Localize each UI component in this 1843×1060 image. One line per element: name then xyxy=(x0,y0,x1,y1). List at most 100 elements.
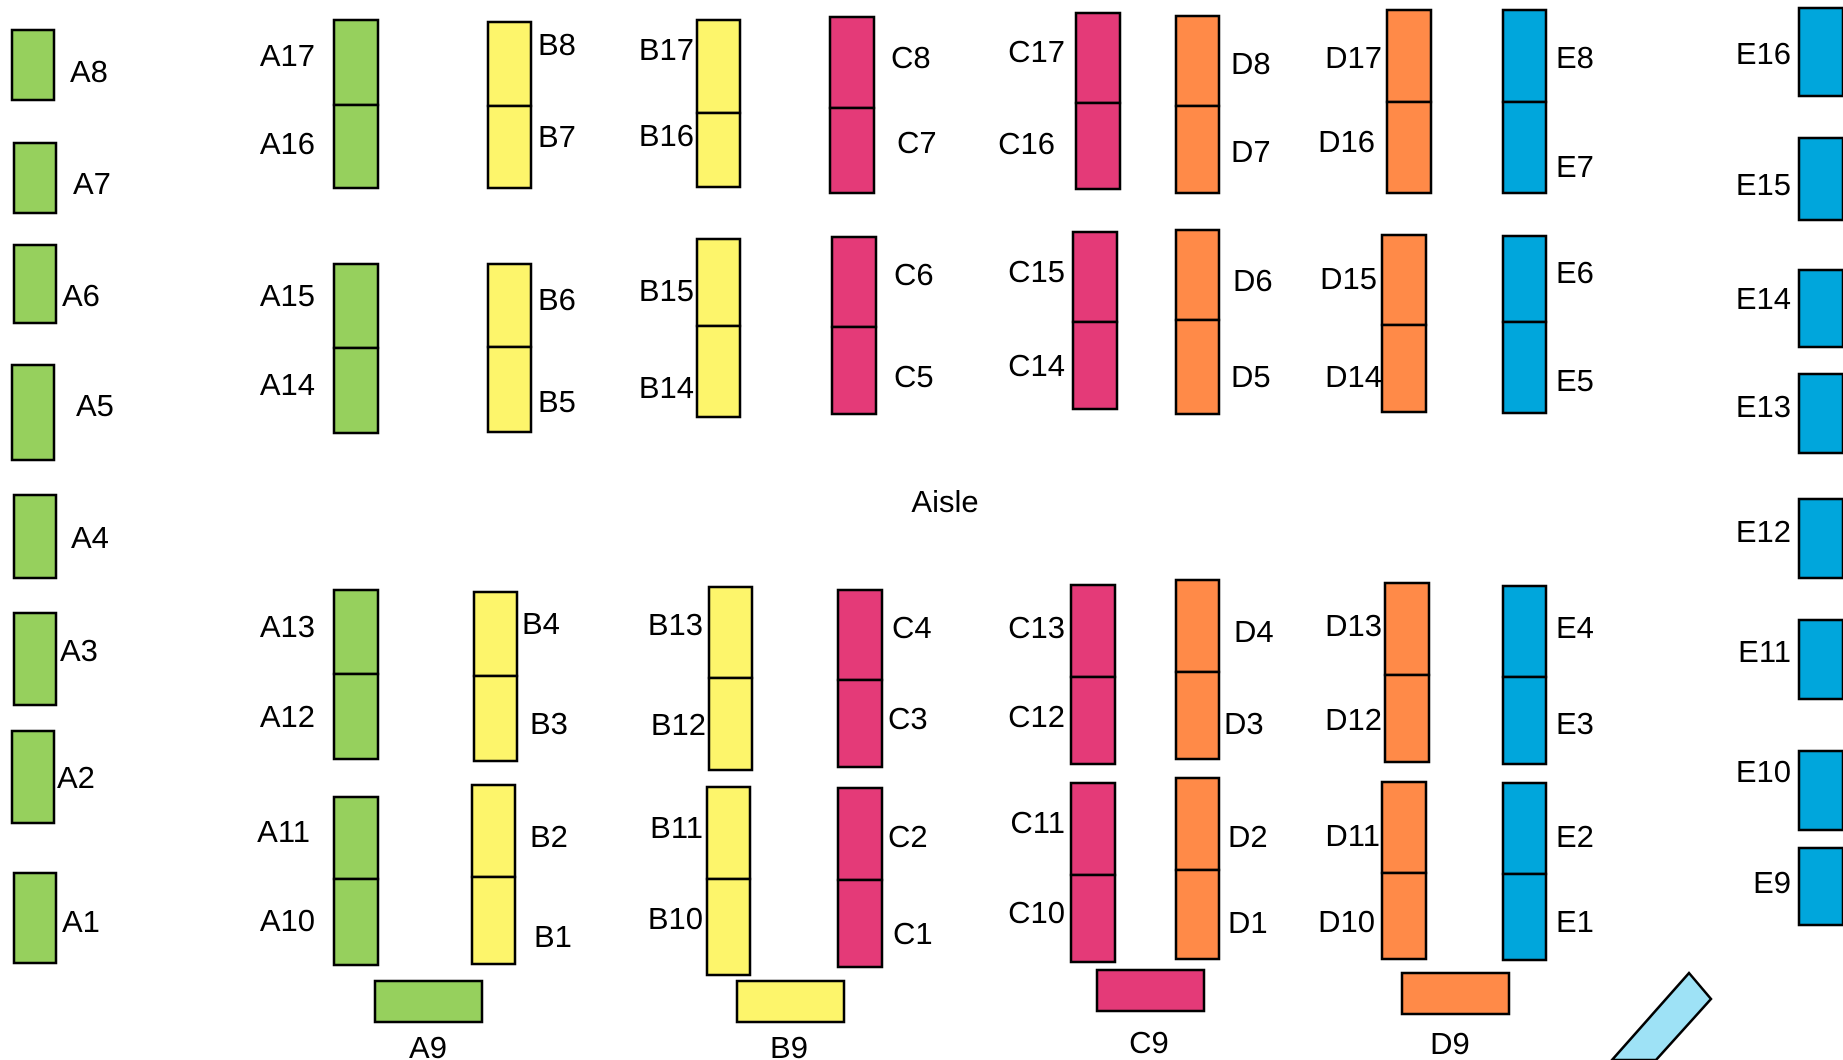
booth-a1-label: A1 xyxy=(62,904,100,939)
booth-c6-shape xyxy=(830,235,878,329)
booth-a7-label: A7 xyxy=(73,166,111,201)
booth-e9: E9 xyxy=(1753,846,1843,927)
booth-b1-label: B1 xyxy=(534,919,572,954)
booth-a2: A2 xyxy=(10,729,95,825)
booth-b13-shape xyxy=(707,585,754,680)
booth-e14-shape xyxy=(1797,268,1843,349)
booth-d16: D16 xyxy=(1318,100,1433,195)
booth-e11: E11 xyxy=(1738,618,1843,701)
booth-layer: A8A7A6A5A4A3A2A1A17A16A15A14A13A12A11A10… xyxy=(10,6,1843,1060)
booth-c6-label: C6 xyxy=(894,257,934,292)
booth-a1-shape xyxy=(12,871,58,965)
booth-e11-shape xyxy=(1797,618,1843,701)
booth-a7-shape xyxy=(12,141,58,215)
booth-b17: B17 xyxy=(639,18,742,115)
booth-c12-label: C12 xyxy=(1008,699,1065,734)
booth-d7-shape xyxy=(1174,104,1221,195)
booth-e1-label: E1 xyxy=(1556,904,1594,939)
booth-c10-label: C10 xyxy=(1008,895,1065,930)
booth-c8-label: C8 xyxy=(891,40,931,75)
booth-a10-label: A10 xyxy=(260,903,315,938)
booth-b4-label: B4 xyxy=(522,606,560,641)
booth-b6-label: B6 xyxy=(538,282,576,317)
booth-c16-label: C16 xyxy=(998,126,1055,161)
booth-b3-label: B3 xyxy=(530,706,568,741)
booth-a6: A6 xyxy=(12,243,100,325)
booth-c16: C16 xyxy=(998,101,1122,191)
booth-b13: B13 xyxy=(648,585,754,680)
booth-e3: E3 xyxy=(1501,675,1594,766)
booth-b4-shape xyxy=(472,590,519,678)
booth-d11-label: D11 xyxy=(1325,818,1380,853)
booth-c1: C1 xyxy=(836,878,933,969)
booth-d9-label: D9 xyxy=(1430,1026,1470,1060)
booth-d6-shape xyxy=(1174,228,1221,322)
booth-a11: A11 xyxy=(257,795,380,881)
booth-a17-shape xyxy=(332,18,380,107)
booth-d6: D6 xyxy=(1174,228,1273,322)
booth-a9: A9 xyxy=(373,979,484,1060)
booth-d8: D8 xyxy=(1174,14,1271,108)
booth-b7-label: B7 xyxy=(538,119,576,154)
booth-e1-shape xyxy=(1501,872,1548,962)
booth-d13-shape xyxy=(1383,581,1431,677)
booth-e15-label: E15 xyxy=(1736,167,1791,202)
booth-c12: C12 xyxy=(1008,675,1117,766)
booth-e13-shape xyxy=(1797,372,1843,455)
booth-c8-shape xyxy=(828,15,876,110)
booth-a12: A12 xyxy=(260,672,380,761)
booth-c14-label: C14 xyxy=(1008,348,1065,383)
booth-d4-shape xyxy=(1174,578,1221,674)
booth-e16-shape xyxy=(1797,6,1843,98)
booth-d5: D5 xyxy=(1174,318,1271,416)
booth-d10-shape xyxy=(1380,871,1428,961)
booth-e16-label: E16 xyxy=(1736,36,1791,71)
booth-a6-shape xyxy=(12,243,58,325)
booth-b16: B16 xyxy=(639,111,742,189)
booth-b1-shape xyxy=(470,875,517,966)
booth-d2: D2 xyxy=(1174,776,1268,872)
booth-d14: D14 xyxy=(1325,323,1428,414)
booth-b6-shape xyxy=(486,262,533,349)
booth-d13: D13 xyxy=(1325,581,1431,677)
booth-b16-label: B16 xyxy=(639,118,694,153)
booth-b8: B8 xyxy=(486,20,576,108)
booth-b17-label: B17 xyxy=(639,32,694,67)
booth-c15: C15 xyxy=(1008,230,1119,324)
booth-e8-shape xyxy=(1501,8,1548,104)
booth-a13-shape xyxy=(332,588,380,676)
booth-a10-shape xyxy=(332,877,380,967)
booth-c2-shape xyxy=(836,786,884,882)
booth-b11: B11 xyxy=(650,785,752,881)
booth-d3-label: D3 xyxy=(1224,706,1264,741)
booth-c4-shape xyxy=(836,588,884,682)
booth-a3: A3 xyxy=(12,611,98,707)
booth-d4: D4 xyxy=(1174,578,1274,674)
booth-a5-label: A5 xyxy=(76,388,114,423)
booth-e4-label: E4 xyxy=(1556,610,1594,645)
booth-c14-shape xyxy=(1071,320,1119,411)
booth-e2-label: E2 xyxy=(1556,819,1594,854)
booth-a14-shape xyxy=(332,346,380,435)
booth-e4: E4 xyxy=(1501,584,1594,679)
booth-b8-shape xyxy=(486,20,533,108)
booth-a12-shape xyxy=(332,672,380,761)
booth-e12: E12 xyxy=(1736,497,1843,580)
booth-e2-shape xyxy=(1501,781,1548,876)
booth-b15-shape xyxy=(695,237,742,328)
booth-a16-shape xyxy=(332,103,380,190)
booth-a8-label: A8 xyxy=(70,54,108,89)
booth-d7: D7 xyxy=(1174,104,1271,195)
booth-e14: E14 xyxy=(1736,268,1843,349)
booth-c11: C11 xyxy=(1010,781,1117,877)
booth-a11-label: A11 xyxy=(257,814,310,849)
booth-b17-shape xyxy=(695,18,742,115)
booth-e15: E15 xyxy=(1736,136,1843,222)
booth-d17: D17 xyxy=(1325,8,1433,104)
booth-d2-label: D2 xyxy=(1228,819,1268,854)
booth-c9-shape xyxy=(1095,968,1206,1013)
booth-d3: D3 xyxy=(1174,670,1264,761)
booth-a4-shape xyxy=(12,493,58,580)
booth-e9-shape xyxy=(1797,846,1843,927)
